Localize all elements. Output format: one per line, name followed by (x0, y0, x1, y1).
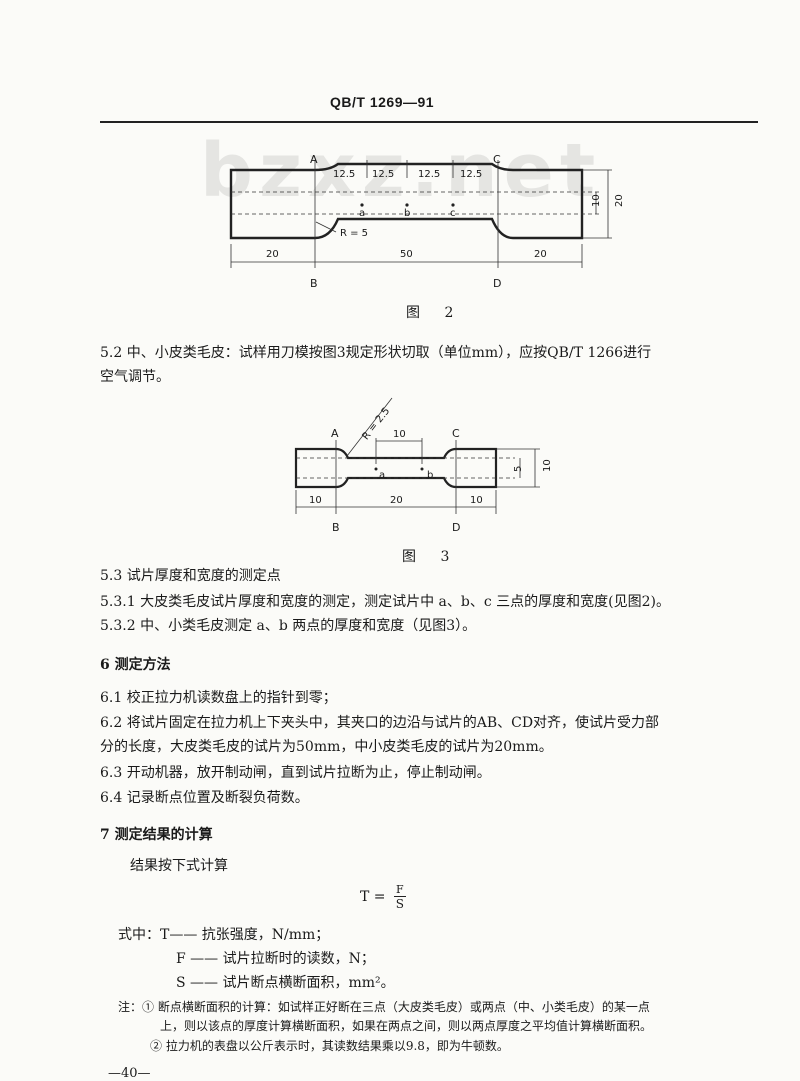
figure-2-specimen-diagram: A B C D 12.5 12.5 12.5 12.5 a b c R = 5 … (229, 153, 625, 290)
formula-numerator: F (393, 883, 406, 897)
fig2-label-C: C (493, 153, 501, 166)
fig2-label-D: D (493, 277, 501, 290)
fig2-label-A: A (310, 153, 318, 166)
section-5-2-line-2: 空气调节。 (100, 369, 170, 385)
section-7-intro: 结果按下式计算 (130, 858, 228, 874)
section-6-3: 6.3 开动机器，放开制动闸，直到试片拉断为止，停止制动闸。 (100, 765, 491, 781)
fig3-dim-bottom-3: 10 (470, 495, 483, 506)
fig2-dim-right-10: 10 (591, 194, 602, 207)
section-7-heading: 7 测定结果的计算 (100, 827, 213, 843)
formula-lhs: T = (360, 889, 386, 905)
page-number: —40— (108, 1066, 151, 1081)
fig2-point-a: a (359, 208, 365, 219)
note-1-line-2: 上，则以该点的厚度计算横断面积，如果在两点之间，则以两点厚度之平均值计算横断面积… (160, 1019, 653, 1033)
document-header: QB/T 1269—91 (330, 94, 435, 110)
section-6-4: 6.4 记录断点位置及断裂负荷数。 (100, 790, 309, 806)
fig3-label-A: A (331, 427, 339, 440)
header-rule (100, 121, 758, 123)
figure-2-caption: 图 2 (406, 305, 464, 321)
definition-T: 式中：T—— 抗张强度，N/mm； (118, 927, 330, 943)
fig3-label-C: C (452, 427, 460, 440)
fig2-dim-top-1: 12.5 (333, 169, 355, 180)
fig3-label-B: B (332, 521, 340, 534)
section-5-3-1: 5.3.1 大皮类毛皮试片厚度和宽度的测定，测定试片中 a、b、c 三点的厚度和… (100, 594, 670, 610)
fig3-label-D: D (452, 521, 460, 534)
section-5-2-line-1: 5.2 中、小皮类毛皮：试样用刀模按图3规定形状切取（单位mm），应按QB/T … (100, 345, 652, 361)
section-6-heading: 6 测定方法 (100, 657, 171, 673)
definition-S: S —— 试片断点横断面积，mm²。 (176, 975, 395, 991)
formula-denominator: S (395, 897, 404, 911)
fig2-dim-top-4: 12.5 (460, 169, 482, 180)
fig2-dim-top-2: 12.5 (372, 169, 394, 180)
fig2-dim-bottom-1: 20 (266, 249, 279, 260)
fig2-radius-label: R = 5 (340, 228, 368, 239)
fig3-point-a: a (379, 470, 385, 481)
fig3-dim-right-5: 5 (513, 466, 524, 472)
fig3-dim-right-10: 10 (542, 459, 553, 472)
fig3-dim-bottom-1: 10 (309, 495, 322, 506)
definition-F: F —— 试片拉断时的读数，N； (176, 951, 375, 967)
note-2: ② 拉力机的表盘以公斤表示时，其读数结果乘以9.8，即为牛顿数。 (150, 1039, 509, 1053)
fig2-dim-right-20: 20 (614, 194, 625, 207)
fig2-dim-bottom-2: 50 (400, 249, 413, 260)
fig2-label-B: B (310, 277, 318, 290)
fig2-dim-top-3: 12.5 (418, 169, 440, 180)
section-6-1: 6.1 校正拉力机读数盘上的指针到零； (100, 690, 337, 706)
fig2-dim-bottom-3: 20 (534, 249, 547, 260)
figure-3-specimen-diagram: A B C D R = 2.5 10 a b 10 20 10 5 10 (294, 397, 553, 534)
section-5-3-heading: 5.3 试片厚度和宽度的测定点 (100, 568, 281, 584)
fig3-dim-bottom-2: 20 (390, 495, 403, 506)
fig3-point-b: b (427, 470, 433, 481)
section-5-3-2: 5.3.2 中、小类毛皮测定 a、b 两点的厚度和宽度（见图3）。 (100, 618, 477, 634)
fig2-point-b: b (404, 208, 410, 219)
fig3-dim-top: 10 (393, 429, 406, 440)
section-6-2-line-1: 6.2 将试片固定在拉力机上下夹头中，其夹口的边沿与试片的AB、CD对齐，使试片… (100, 715, 660, 731)
note-1-line-1: 注：① 断点横断面积的计算：如试样正好断在三点（大皮类毛皮）或两点（中、小类毛皮… (118, 1000, 650, 1014)
figure-3-caption: 图 3 (402, 549, 460, 565)
section-6-2-line-2: 分的长度，大皮类毛皮的试片为50mm，中小皮类毛皮的试片为20mm。 (100, 739, 553, 755)
fig3-radius-label: R = 2.5 (360, 406, 392, 442)
formula-fraction: F S (393, 883, 406, 911)
fig2-point-c: c (450, 208, 456, 219)
tensile-formula: T = F S (360, 883, 406, 911)
